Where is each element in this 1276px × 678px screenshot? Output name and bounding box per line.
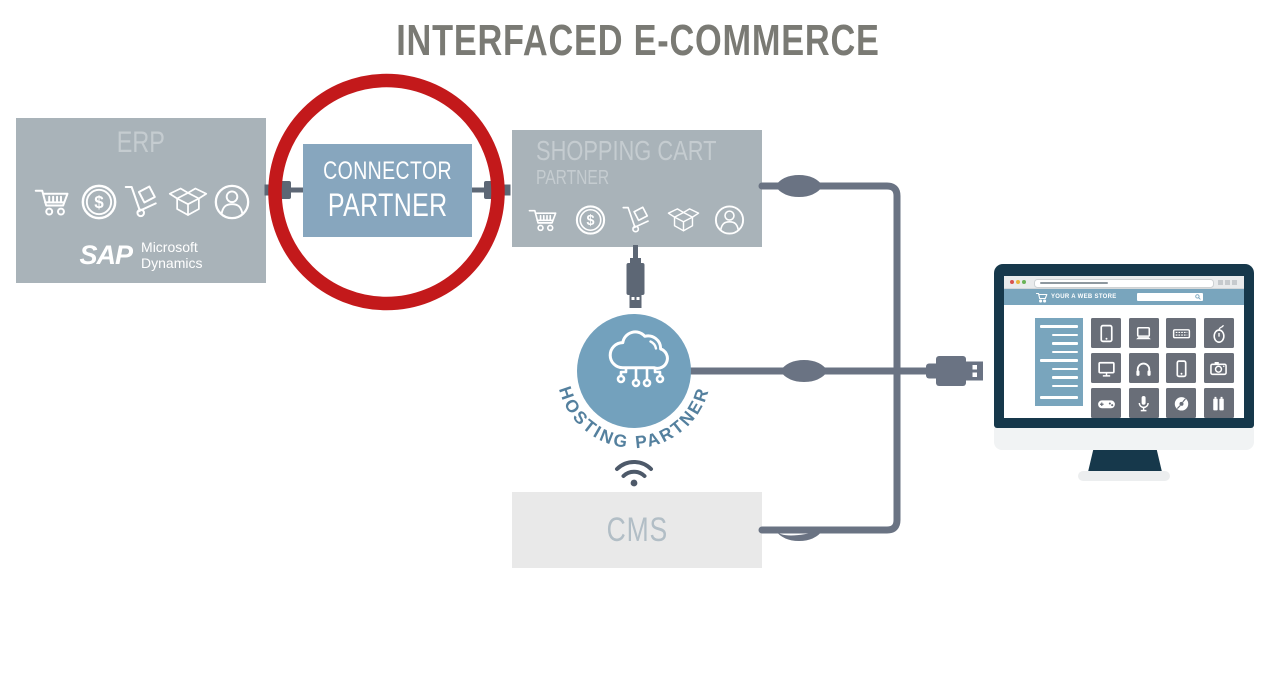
product-tile-batteries: [1203, 388, 1234, 418]
shopping-cart-partner-subtitle: PARTNER: [536, 167, 610, 189]
erp-logos: SAP Microsoft Dynamics: [16, 240, 266, 271]
connector-partner-title: CONNECTOR: [323, 157, 452, 185]
product-tile-mouse: [1203, 318, 1234, 348]
svg-text:HOSTING PARTNER: HOSTING PARTNER: [555, 384, 713, 453]
cable-shoppingcart-cms-bus: [758, 182, 901, 534]
monitor-screen: YOUR A WEB STORE: [1004, 276, 1244, 418]
browser-minimize-dot: [1016, 280, 1020, 284]
erp-box: ERP SAP Microsoft Dynamics: [16, 118, 266, 283]
cms-label: CMS: [606, 510, 668, 549]
menu-line: [1052, 376, 1078, 379]
menu-line: [1040, 359, 1078, 362]
menu-line: [1040, 396, 1078, 399]
cloud-network-icon: [608, 330, 669, 388]
erp-label: ERP: [116, 126, 166, 159]
ferrite-bead: [775, 519, 823, 541]
webstore-name: YOUR A WEB STORE: [1051, 294, 1117, 300]
shopping-cart-capability-icons: [528, 202, 746, 238]
customer-icon: [713, 204, 746, 236]
menu-line: [1052, 342, 1078, 345]
customer-icon: [212, 183, 252, 221]
erp-capability-icons: [34, 180, 252, 224]
product-tile-headphones: [1128, 353, 1159, 383]
ferrite-bead: [775, 175, 823, 197]
product-tile-laptop: [1128, 318, 1159, 348]
plug-connector-shoppingcart: [471, 181, 511, 199]
connector-partner-box: CONNECTOR PARTNER: [303, 144, 472, 237]
product-tile-keyboard: [1166, 318, 1196, 348]
webstore-header: YOUR A WEB STORE: [1004, 289, 1244, 305]
shopping-cart-partner-title: SHOPPING CART: [536, 135, 717, 166]
microsoft-dynamics-logo: Microsoft Dynamics: [141, 239, 203, 271]
webstore-sidebar-menu: [1035, 318, 1083, 406]
usb-plug-monitor: [926, 356, 983, 386]
hand-truck-icon: [621, 204, 654, 236]
menu-line: [1040, 325, 1078, 328]
monitor-stand: [1088, 450, 1162, 472]
browser-window-control: [1232, 279, 1237, 285]
hand-truck-icon: [123, 183, 163, 221]
sap-logo: SAP: [79, 240, 134, 270]
product-tile-disc: [1166, 388, 1196, 418]
open-box-icon: [667, 204, 700, 236]
shopping-cart-icon: [34, 183, 74, 221]
dollar-coin-icon: [79, 183, 119, 221]
browser-address-bar: [1034, 278, 1214, 288]
browser-maximize-dot: [1022, 280, 1026, 284]
product-tile-tablet: [1091, 318, 1121, 348]
menu-line: [1052, 350, 1078, 354]
browser-close-dot: [1010, 280, 1014, 284]
connector-partner-subtitle: PARTNER: [327, 187, 448, 223]
browser-toolbar: [1004, 276, 1244, 289]
menu-line: [1052, 333, 1078, 337]
shopping-cart-partner-box: SHOPPING CART PARTNER: [512, 130, 762, 247]
monitor-base: [1078, 471, 1170, 481]
ferrite-bead: [780, 360, 828, 382]
hosting-partner-label: HOSTING PARTNER: [555, 384, 711, 453]
browser-window-control: [1218, 279, 1223, 285]
product-tile-monitor: [1091, 353, 1121, 383]
cms-box: CMS: [512, 492, 762, 568]
hosting-partner-label-arc: HOSTING PARTNER: [555, 384, 713, 453]
url-text-line: [1040, 281, 1108, 284]
webstore-product-grid: [1091, 318, 1234, 418]
webstore-search-box: [1137, 293, 1203, 301]
monitor-chin: [994, 428, 1254, 450]
menu-line: [1052, 367, 1078, 371]
plug-erp-connector: [264, 181, 304, 199]
product-tile-microphone: [1128, 388, 1159, 418]
shopping-cart-icon: [528, 204, 561, 236]
webstore-cart-icon: [1036, 292, 1048, 303]
wifi-icon: [615, 459, 653, 487]
product-tile-smartphone: [1166, 353, 1196, 383]
product-tile-camera: [1203, 353, 1234, 383]
product-tile-gamepad: [1091, 388, 1121, 418]
dollar-coin-icon: [574, 204, 607, 236]
page-title: INTERFACED E-COMMERCE: [396, 16, 880, 65]
open-box-icon: [168, 183, 208, 221]
menu-line: [1052, 384, 1078, 388]
browser-window-control: [1225, 279, 1230, 285]
search-icon: [1195, 294, 1201, 300]
